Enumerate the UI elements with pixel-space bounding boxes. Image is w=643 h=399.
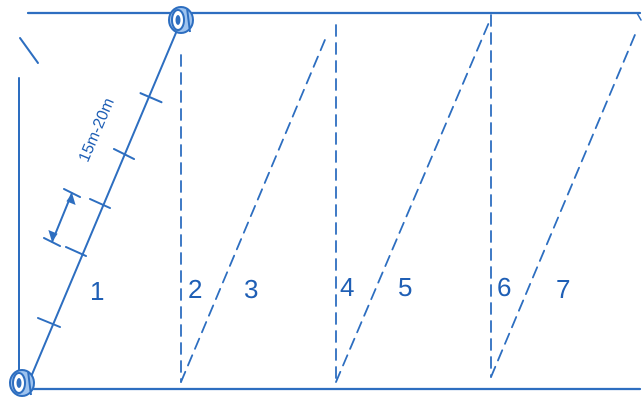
dashed-lanes	[180, 14, 638, 383]
diagonal-cable-line	[27, 27, 179, 385]
lane-label-2: 2	[188, 274, 202, 304]
cable-reel-icon	[168, 6, 194, 34]
lane-line-7	[490, 29, 638, 378]
lane-label-7: 7	[556, 274, 570, 304]
cable-reel-icon	[9, 369, 35, 397]
lane-label-5: 5	[398, 272, 412, 302]
lane-label-3: 3	[244, 274, 258, 304]
dimension-arrow	[43, 188, 81, 247]
measurement-label: 15m-20m	[76, 96, 118, 165]
lane-label-6: 6	[497, 272, 511, 302]
corner-tick-line	[19, 37, 39, 64]
lane-label-1: 1	[90, 276, 104, 306]
diagonal-ticks	[37, 92, 163, 328]
lane-label-4: 4	[340, 272, 354, 302]
lane-line-5	[335, 19, 491, 383]
right-boundary-tick	[636, 12, 642, 21]
lane-line-3	[180, 34, 328, 383]
